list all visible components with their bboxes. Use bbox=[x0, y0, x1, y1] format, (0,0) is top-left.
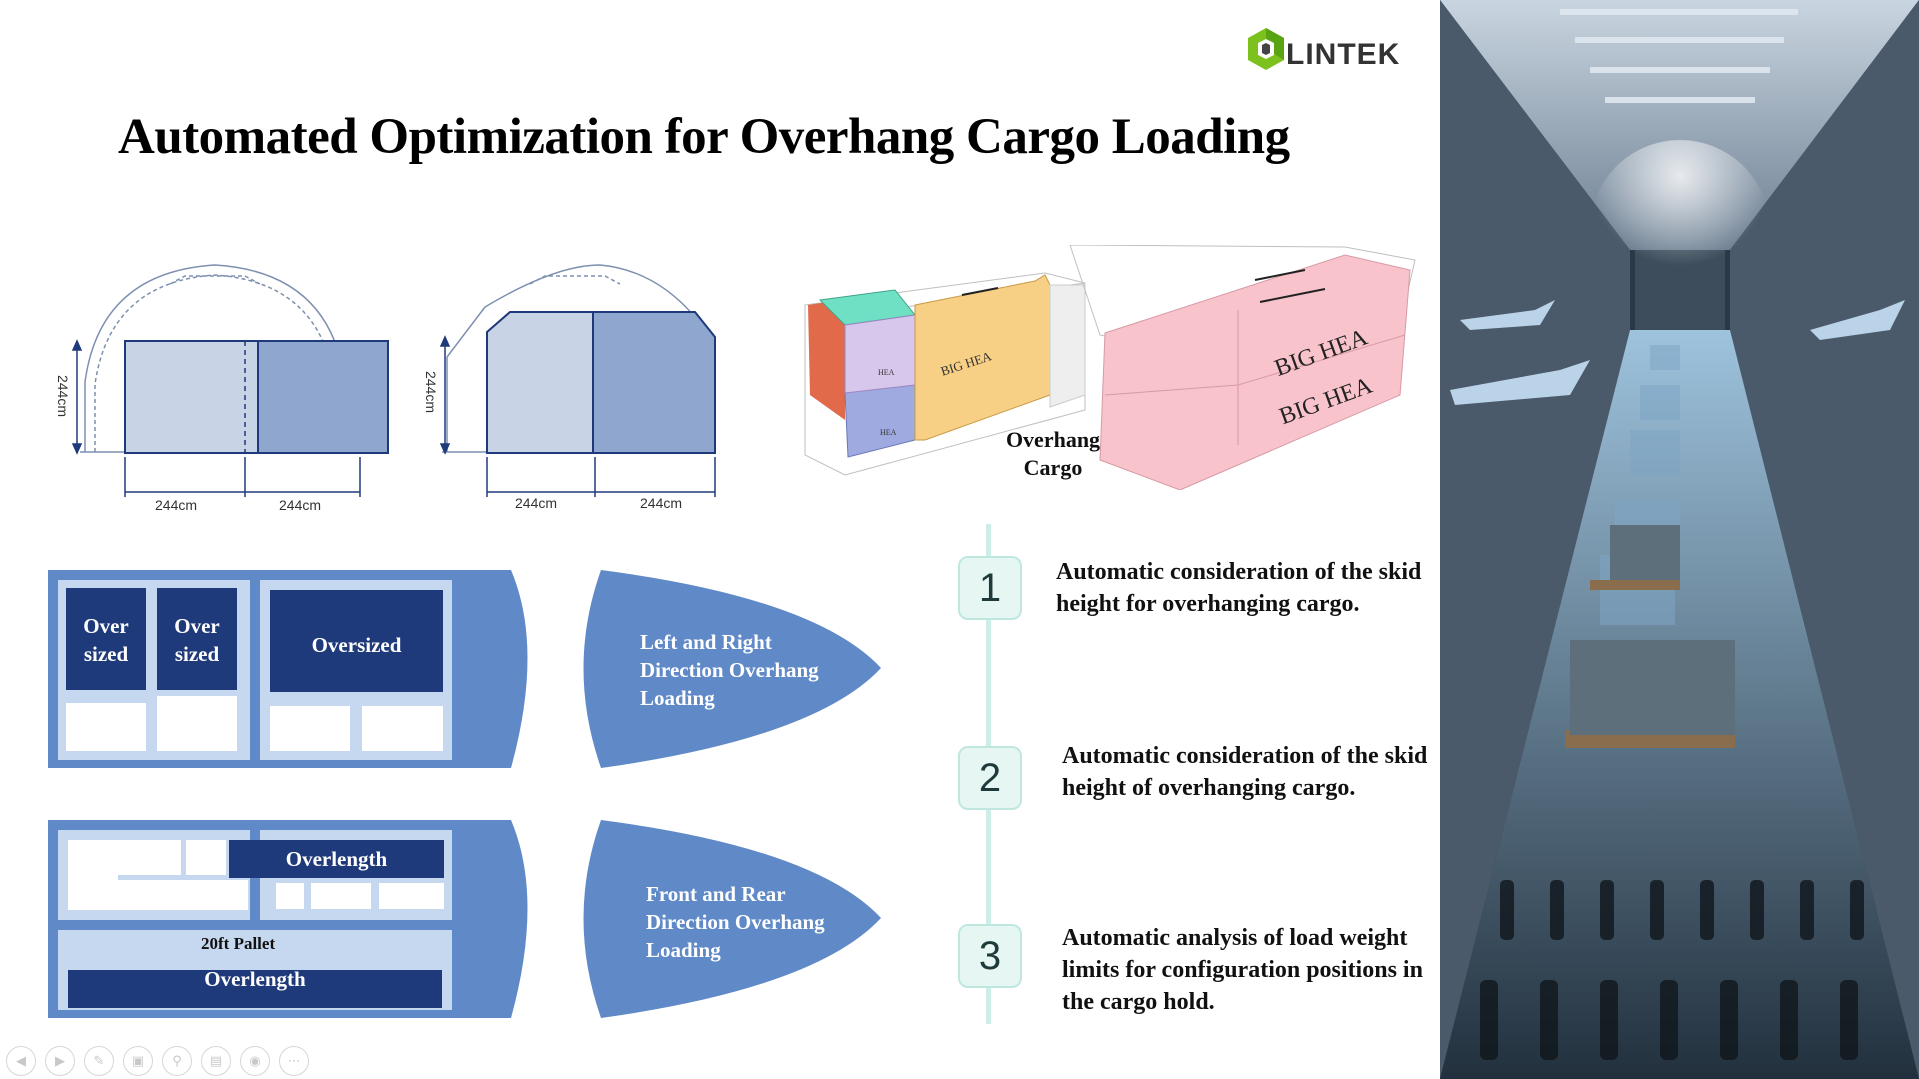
width-label-4: 244cm bbox=[640, 495, 683, 511]
next-icon[interactable]: ▶ bbox=[45, 1046, 75, 1076]
subtitle-icon[interactable]: ▤ bbox=[201, 1046, 231, 1076]
step-3-number: 3 bbox=[958, 924, 1022, 988]
caption-line-2: Cargo bbox=[1023, 455, 1083, 480]
step-1-text: Automatic consideration of the skid heig… bbox=[1056, 559, 1422, 617]
width-label-3: 244cm bbox=[515, 495, 558, 511]
camera-icon[interactable]: ◉ bbox=[240, 1046, 270, 1076]
height-label-right: 244cm bbox=[423, 370, 440, 414]
lintek-logo bbox=[1248, 28, 1284, 70]
page-title: Automated Optimization for Overhang Carg… bbox=[118, 109, 1290, 165]
overhang-cargo-3d-illustration: BIG HEA HEA HEA BIG HEA BIG HEA bbox=[804, 245, 1416, 490]
slideshow-toolbar: ◀ ▶ ✎ ▣ ⚲ ▤ ◉ ⋯ bbox=[6, 1046, 309, 1076]
width-label-1: 244cm bbox=[155, 497, 198, 513]
more-icon[interactable]: ⋯ bbox=[279, 1046, 309, 1076]
step-1-number: 1 bbox=[958, 556, 1022, 620]
hea-label-2: HEA bbox=[880, 428, 897, 437]
zoom-icon[interactable]: ⚲ bbox=[162, 1046, 192, 1076]
overhang-loading-schemes bbox=[48, 570, 881, 1018]
overhang-cargo-caption: Overhang Cargo bbox=[988, 426, 1118, 482]
overlength-label-top: Overlength bbox=[285, 847, 388, 871]
overlength-label-bottom: Overlength bbox=[204, 967, 306, 991]
pallet-20ft-label: 20ft Pallet bbox=[201, 934, 276, 953]
logo-text: LINTEK bbox=[1286, 38, 1401, 71]
lateral-direction-label: Left and Right Direction Overhang Loadin… bbox=[640, 630, 819, 710]
oversized-label-1: Over sized bbox=[83, 614, 129, 666]
longitudinal-direction-label: Front and Rear Direction Overhang Loadin… bbox=[646, 882, 825, 962]
cargo-hold-photo bbox=[1440, 0, 1919, 1079]
oversized-label-2: Over sized bbox=[174, 614, 220, 666]
step-3-text: Automatic analysis of load weight limits… bbox=[1062, 925, 1423, 1015]
slides-icon[interactable]: ▣ bbox=[123, 1046, 153, 1076]
prev-icon[interactable]: ◀ bbox=[6, 1046, 36, 1076]
hea-label-1: HEA bbox=[878, 368, 895, 377]
oversized-label-3: Oversized bbox=[311, 633, 402, 657]
deck-cross-section-diagram bbox=[71, 264, 716, 497]
width-label-2: 244cm bbox=[279, 497, 322, 513]
height-label-left: 244cm bbox=[55, 374, 72, 418]
step-2-number: 2 bbox=[958, 746, 1022, 810]
slide: LINTEK Automated Optimization for Overha… bbox=[6, 28, 1428, 1076]
pen-icon[interactable]: ✎ bbox=[84, 1046, 114, 1076]
step-2-text: Automatic consideration of the skid heig… bbox=[1062, 743, 1428, 801]
caption-line-1: Overhang bbox=[1005, 427, 1101, 452]
